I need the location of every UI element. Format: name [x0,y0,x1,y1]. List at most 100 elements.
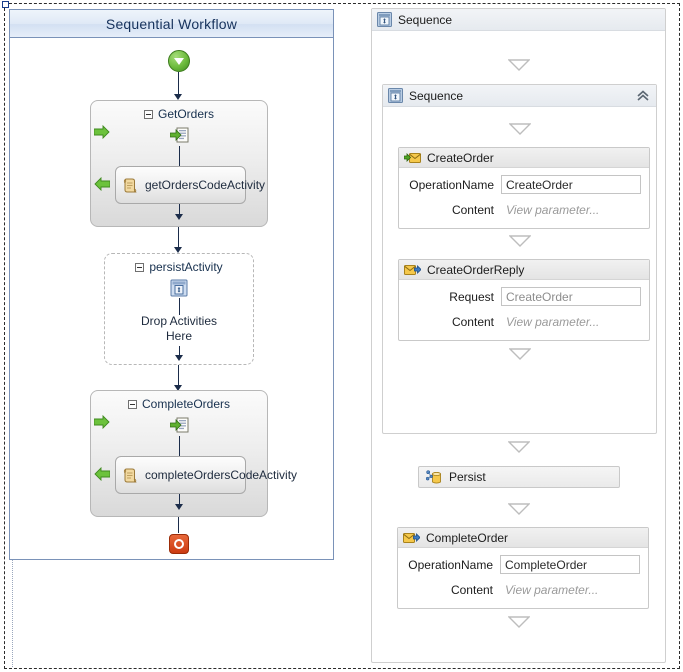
drop-target[interactable] [509,123,531,135]
group-header-getorders: GetOrders [91,107,267,121]
field-label: Content [450,582,493,597]
receive-message-icon [403,152,421,164]
drop-target[interactable] [508,503,530,515]
code-activity-icon [122,467,139,484]
connector-arrowhead [175,504,183,510]
field-row-content: Content View parameter... [405,200,641,219]
card-title: CreateOrderReply [427,262,525,277]
content-view-parameter-link[interactable]: View parameter... [505,582,599,597]
workflow-canvas[interactable]: GetOrders [10,38,333,559]
connector-arrowhead [175,214,183,220]
inner-sequence-container[interactable]: Sequence [382,84,657,434]
drop-hint-line2: Here [165,329,192,343]
activity-group-persist[interactable]: persistActivity Drop Activities Here [104,253,254,365]
group-label: GetOrders [157,107,214,121]
drop-target[interactable] [508,59,530,71]
sequence-icon [388,88,403,103]
outer-sequence-label: Sequence [398,12,453,27]
drop-hint-line1: Drop Activities [140,314,218,328]
code-activity-completeorders[interactable]: completeOrdersCodeActivity [115,456,298,494]
content-view-parameter-link[interactable]: View parameter... [506,202,600,217]
connector-arrowhead [175,355,183,361]
field-label: OperationName [408,557,493,572]
field-label: OperationName [409,177,494,192]
activity-group-completeorders[interactable]: CompleteOrders [90,390,298,517]
send-reply-icon [403,532,421,544]
outer-sequence-container[interactable]: Sequence [371,8,666,663]
connector-line [179,146,180,166]
exit-arrow-icon [94,177,110,191]
group-label: persistActivity [149,260,223,274]
stop-node[interactable] [169,534,189,554]
collapse-expander-icon[interactable] [135,262,145,272]
connector-line [178,365,179,389]
connector-line [179,346,180,359]
drop-target[interactable] [509,348,531,360]
field-row-request: Request CreateOrder [405,287,641,306]
connector-line [179,436,180,456]
sequential-workflow-panel[interactable]: Sequential Workflow GetOrders [9,9,334,560]
connector-line [178,72,179,98]
group-header-persist: persistActivity [105,260,253,274]
selection-handle[interactable] [2,1,9,8]
field-label: Content [451,202,494,217]
inner-sequence-label: Sequence [409,88,464,103]
exit-arrow-icon [94,467,110,481]
content-view-parameter-link[interactable]: View parameter... [506,314,600,329]
wf4-designer-panel[interactable]: Sequence [371,8,666,663]
connector-arrowhead [174,247,182,253]
field-row-operationname: OperationName CreateOrder [405,175,641,194]
page-title: Sequential Workflow [10,10,333,38]
start-node[interactable] [168,50,190,72]
receive-icon [169,127,189,144]
code-activity-getorders[interactable]: getOrdersCodeActivity [115,166,266,204]
connector-line [179,494,180,508]
connector-line [179,204,180,218]
card-header-createorderreply[interactable]: CreateOrderReply [399,260,649,280]
activity-card-createorderreply[interactable]: CreateOrderReply Request CreateOrder Con… [398,259,650,341]
down-arrow-icon [174,58,184,65]
group-header-completeorders: CompleteOrders [91,397,267,411]
code-activity-label: getOrdersCodeActivity [145,178,266,192]
request-input[interactable]: CreateOrder [501,287,641,306]
card-header-createorder[interactable]: CreateOrder [399,148,649,168]
inner-sequence-header[interactable]: Sequence [383,85,656,107]
card-body-completeorder: OperationName CompleteOrder Content View… [398,548,648,613]
entry-arrow-icon [94,125,110,139]
drop-target[interactable] [509,235,531,247]
drop-hint: Drop Activities Here [105,314,253,344]
collapse-expander-icon[interactable] [127,399,137,409]
outer-sequence-header[interactable]: Sequence [372,9,665,31]
card-title: CompleteOrder [426,530,509,545]
code-activity-icon [122,177,139,194]
group-label: CompleteOrders [141,397,231,411]
chevron-up-double-icon[interactable] [635,88,651,104]
field-label: Request [449,289,494,304]
activity-group-getorders[interactable]: GetOrders [90,100,268,227]
connector-line [179,298,180,315]
field-row-content: Content View parameter... [405,312,641,331]
drop-target[interactable] [508,616,530,628]
card-title: CreateOrder [427,150,494,165]
receive-icon [169,417,189,434]
field-row-content: Content View parameter... [404,580,640,599]
activity-card-persist[interactable]: Persist [418,466,620,488]
persist-icon [170,279,188,297]
collapse-expander-icon[interactable] [143,109,153,119]
card-body-createorder: OperationName CreateOrder Content View p… [399,168,649,233]
activity-card-createorder[interactable]: CreateOrder OperationName CreateOrder Co… [398,147,650,229]
drop-target[interactable] [508,441,530,453]
field-label: Content [451,314,494,329]
field-row-operationname: OperationName CompleteOrder [404,555,640,574]
send-reply-icon [404,264,422,276]
activity-card-completeorder[interactable]: CompleteOrder OperationName CompleteOrde… [397,527,649,609]
persist-db-icon [425,469,442,485]
persist-label: Persist [449,470,486,484]
connector-line [178,517,179,533]
code-activity-label: completeOrdersCodeActivity [145,468,298,482]
operationname-input[interactable]: CompleteOrder [500,555,640,574]
sequence-icon [377,12,392,27]
card-header-completeorder[interactable]: CompleteOrder [398,528,648,548]
operationname-input[interactable]: CreateOrder [501,175,641,194]
